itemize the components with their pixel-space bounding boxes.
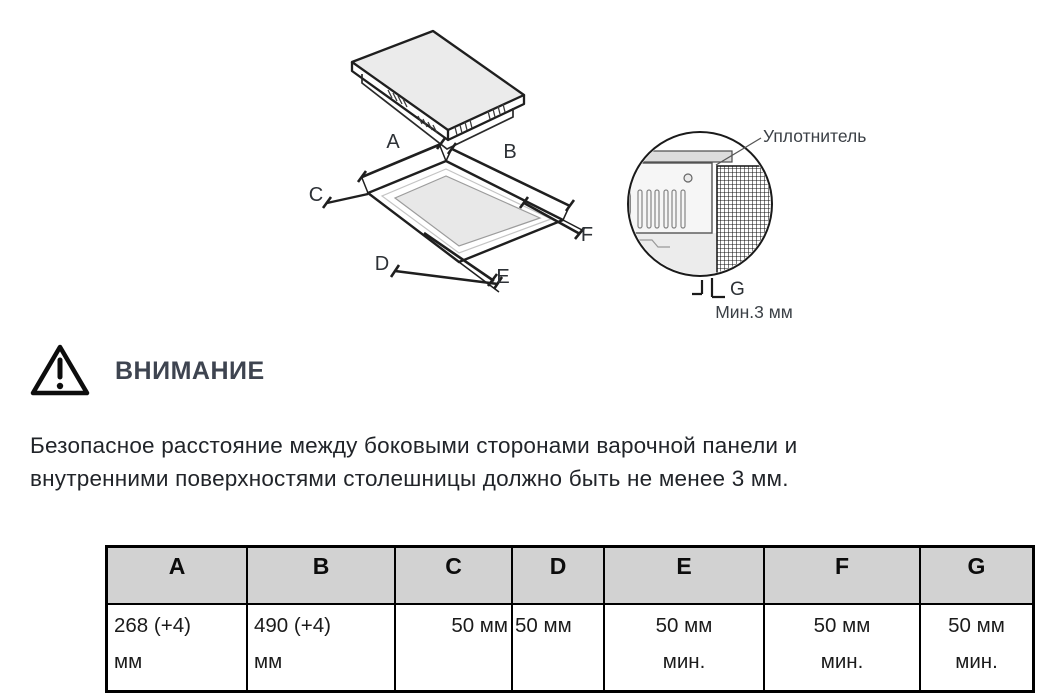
dim-label-b: B	[503, 141, 516, 163]
column-header-c: C	[394, 545, 513, 605]
cell-b-line1: 490 (+4)	[254, 614, 331, 637]
safety-paragraph: Безопасное расстояние между боковыми сто…	[30, 430, 1045, 495]
warning-triangle-icon	[30, 344, 90, 396]
cell-value-a: 268 (+4) мм	[105, 603, 248, 693]
cooktop-drawing	[350, 29, 526, 150]
cell-value-e: 50 мм мин.	[603, 603, 765, 693]
cell-value-g: 50 мм мин.	[919, 603, 1035, 693]
dim-label-d: D	[375, 253, 389, 275]
vent-slots	[387, 89, 506, 136]
seal-label: Уплотнитель	[763, 126, 866, 146]
cell-d-line1: 50 мм	[515, 614, 572, 637]
hob-body-section	[629, 162, 713, 234]
glass-top-edge	[629, 150, 733, 163]
cell-f-line1: 50 мм	[813, 614, 871, 637]
dim-label-c: C	[309, 184, 323, 206]
cell-b-line2: мм	[254, 650, 283, 673]
detail-circle-outline	[627, 131, 773, 277]
installation-figure: A B C D E F	[309, 29, 866, 322]
cell-g-line1: 50 мм	[948, 614, 1005, 637]
column-header-d: D	[511, 545, 605, 605]
cell-f-line2: мин.	[820, 650, 864, 673]
dim-label-g: G	[730, 279, 745, 300]
cell-e-line1: 50 мм	[655, 614, 713, 637]
cell-value-b: 490 (+4) мм	[246, 603, 396, 693]
column-header-b: B	[246, 545, 396, 605]
column-header-f: F	[763, 545, 921, 605]
cell-c-line1: 50 мм	[451, 614, 508, 637]
gap-ticks	[692, 278, 725, 299]
column-header-g: G	[919, 545, 1035, 605]
table-body-row: 268 (+4) мм 490 (+4) мм 50 мм 50 мм 50 м…	[105, 603, 1035, 693]
dim-label-f: F	[581, 224, 593, 246]
cell-g-line2: мин.	[955, 650, 998, 673]
seal-detail-view: Уплотнитель G Мин.3 мм	[627, 126, 866, 322]
min-gap-label: Мин.3 мм	[715, 302, 793, 322]
hob-vent-slots	[637, 189, 686, 229]
table-header-row: A B C D E F G	[105, 545, 1035, 605]
dim-label-a: A	[386, 131, 400, 153]
column-header-a: A	[105, 545, 248, 605]
dimension-lines	[321, 137, 586, 290]
cell-a-line1: 268 (+4)	[114, 614, 191, 637]
column-header-e: E	[603, 545, 765, 605]
seal-leader-line	[715, 137, 762, 166]
dimensions-table: A B C D E F G 268 (+4) мм 490 (+4) мм	[105, 545, 1035, 693]
cell-value-c: 50 мм	[394, 603, 513, 693]
cutout-drawing: A B C D E F	[309, 131, 593, 293]
cell-value-f: 50 мм мин.	[763, 603, 921, 693]
cell-a-line2: мм	[114, 650, 143, 673]
paragraph-line-2: внутренними поверхностями столешницы дол…	[30, 465, 789, 491]
paragraph-line-1: Безопасное расстояние между боковыми сто…	[30, 433, 798, 458]
screw-icon	[683, 173, 693, 183]
cell-value-d: 50 мм	[511, 603, 605, 693]
cell-e-line2: мин.	[662, 650, 706, 673]
warning-title: ВНИМАНИЕ	[115, 357, 265, 385]
dim-label-e: E	[496, 266, 509, 288]
